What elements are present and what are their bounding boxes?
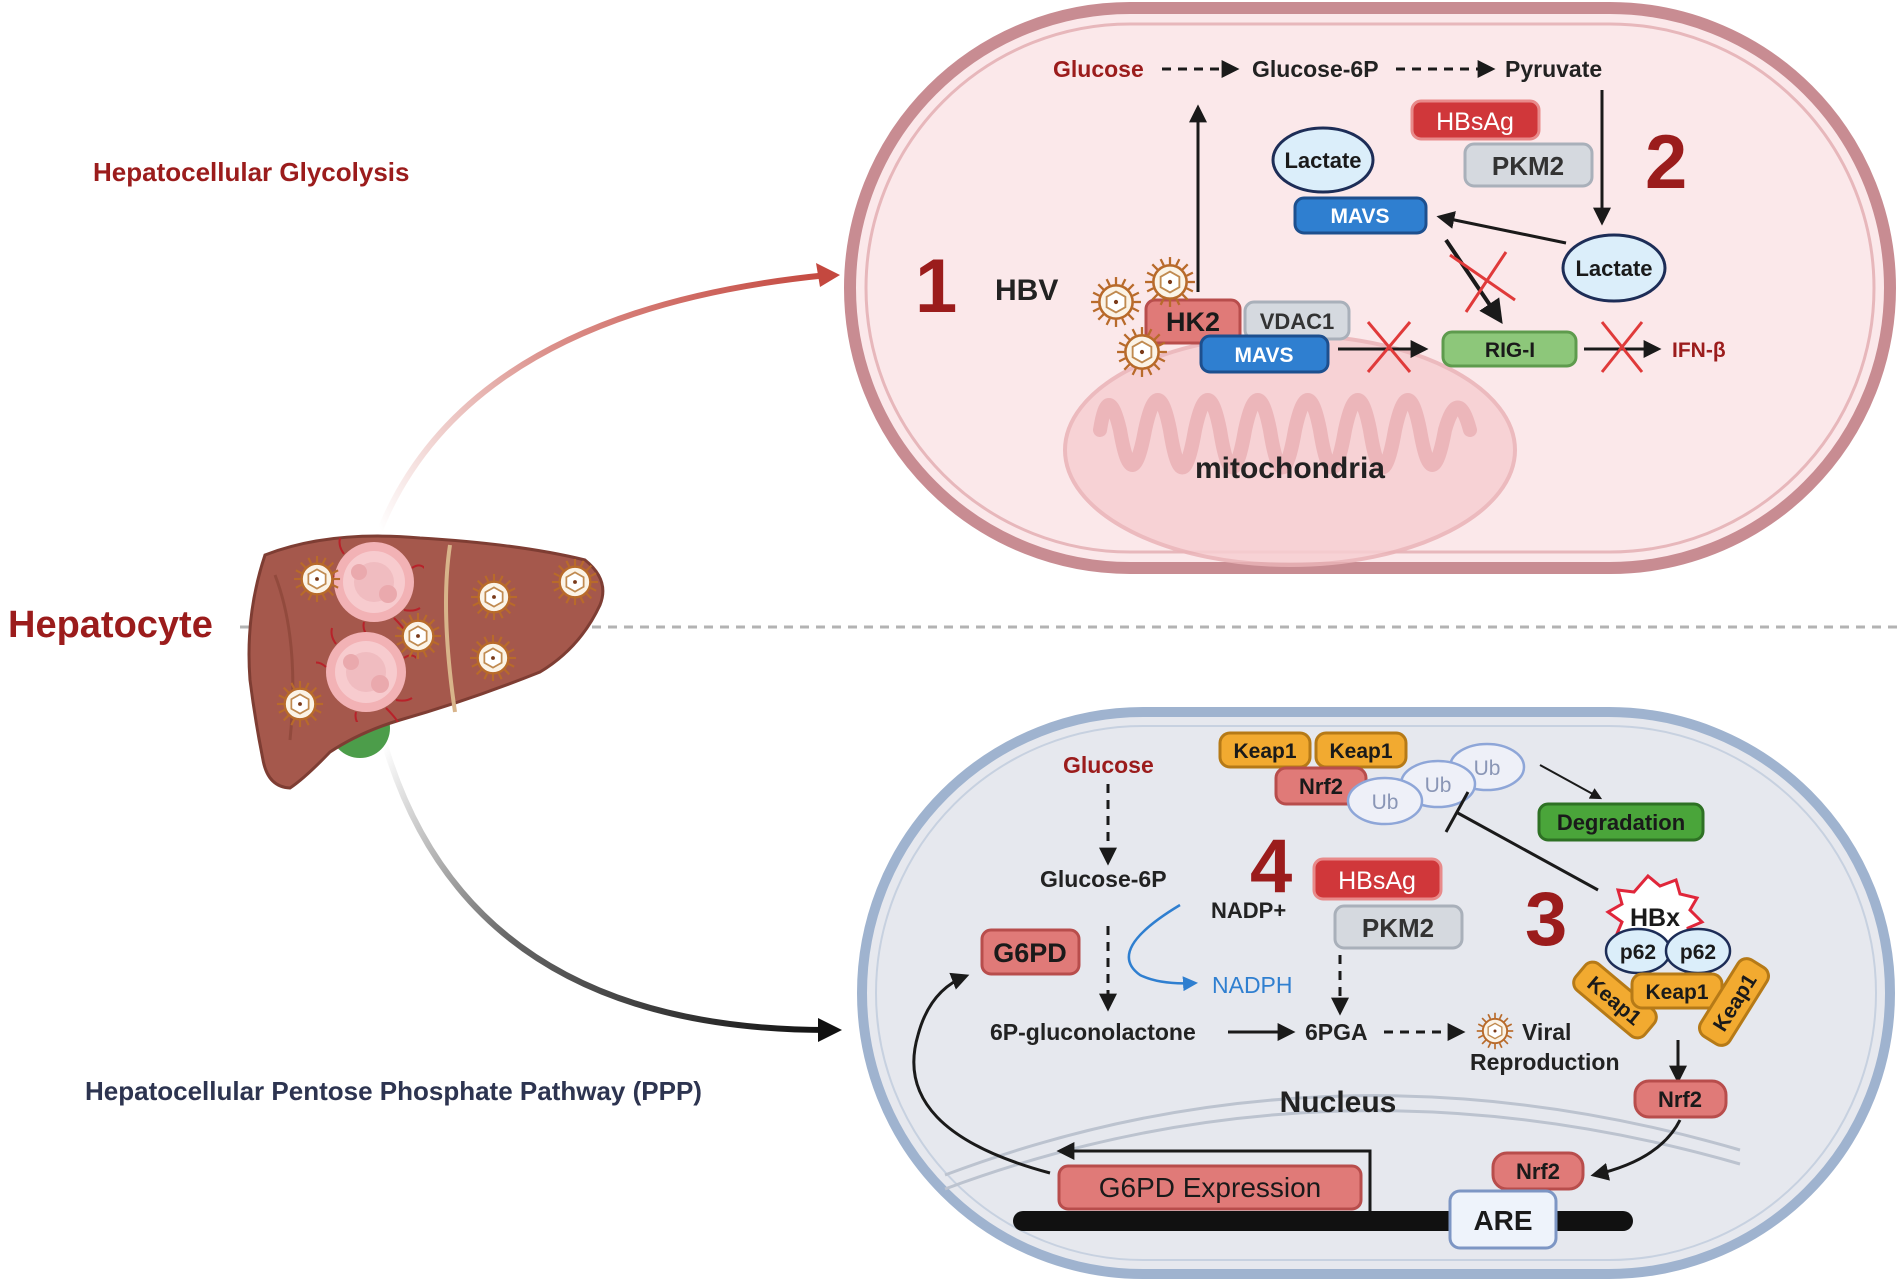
hbsag-top-label: HBsAg <box>1436 108 1514 136</box>
glucose-bottom: Glucose <box>1063 752 1154 778</box>
arrow-expression-g6pd <box>912 972 1051 1175</box>
nucleus-label: Nucleus <box>1280 1086 1397 1119</box>
rig-i-label: RIG-I <box>1485 339 1535 362</box>
virion-icon <box>1144 256 1196 308</box>
arrow-nadp-nadph <box>1127 903 1198 992</box>
nucleus-region: Nucleus <box>944 1086 1741 1191</box>
virion-icon <box>1090 276 1142 328</box>
transcription-arrow <box>1056 1142 1372 1211</box>
number-3: 3 <box>1525 877 1567 962</box>
hbsag-top-box <box>1410 99 1541 141</box>
lactate-right-label: Lactate <box>1575 256 1652 281</box>
nrf2-low-box <box>1491 1151 1585 1191</box>
block-x-rigi <box>1366 321 1412 373</box>
block-x-ifn <box>1600 321 1644 373</box>
pkm2-bottom-label: PKM2 <box>1362 913 1434 943</box>
hepatocyte-label: Hepatocyte <box>8 604 213 646</box>
hbv-label: HBV <box>995 274 1058 307</box>
g6pd-label: G6PD <box>993 938 1067 968</box>
ub-1-label: Ub <box>1372 791 1399 814</box>
mavs-top-label: MAVS <box>1330 205 1389 228</box>
p62-b-label: p62 <box>1680 941 1716 964</box>
glucose-top: Glucose <box>1053 56 1144 82</box>
keap1-d-label: Keap1 <box>1645 981 1708 1004</box>
liver-illustration <box>247 534 605 790</box>
g6pd-box <box>980 928 1081 976</box>
lactate-right-bubble <box>1561 233 1667 303</box>
pkm2-top-label: PKM2 <box>1492 151 1564 181</box>
keap1-b-box <box>1314 731 1408 769</box>
rig-i-box <box>1441 330 1578 368</box>
glucose-6p-bottom: Glucose-6P <box>1040 866 1167 892</box>
keap1-b-label: Keap1 <box>1329 740 1392 763</box>
pkm2-bottom-box <box>1333 904 1464 950</box>
hk2-box <box>1144 298 1242 345</box>
ub-3-label: Ub <box>1474 757 1501 780</box>
mavs-top-box <box>1293 196 1428 235</box>
block-x-mavs-rigi <box>1449 251 1516 313</box>
degradation-box <box>1537 802 1705 842</box>
keap1-a-box <box>1218 731 1312 769</box>
lactate-left-label: Lactate <box>1284 148 1361 173</box>
arrow-head-ppp <box>818 1018 842 1042</box>
hbx-label: HBx <box>1630 904 1680 932</box>
vdac1-label: VDAC1 <box>1260 309 1335 334</box>
keap1-a-label: Keap1 <box>1233 740 1296 763</box>
reproduction-label: Reproduction <box>1470 1049 1620 1075</box>
nrf2-top-label: Nrf2 <box>1299 774 1343 799</box>
g6pd-expression-box <box>1057 1164 1363 1211</box>
arrow-lactate-mavs <box>1436 211 1567 245</box>
hbsag-bottom-label: HBsAg <box>1338 867 1416 895</box>
degradation-label: Degradation <box>1557 810 1685 835</box>
number-2: 2 <box>1645 120 1687 205</box>
virion-icon <box>1116 326 1168 378</box>
ppp-title: Hepatocellular Pentose Phosphate Pathway… <box>85 1076 702 1106</box>
number-4: 4 <box>1250 824 1292 909</box>
glucose-6p-top: Glucose-6P <box>1252 56 1379 82</box>
pyruvate-label: Pyruvate <box>1505 56 1602 82</box>
viral-label: Viral <box>1522 1019 1571 1045</box>
nrf2-mid-box <box>1633 1079 1728 1119</box>
nrf2-mid-label: Nrf2 <box>1658 1087 1702 1112</box>
virion-icon <box>1476 1012 1514 1050</box>
ub-1-bubble <box>1346 776 1424 826</box>
ub-2-label: Ub <box>1425 774 1452 797</box>
pkm2-top-box <box>1463 142 1594 188</box>
arrow-nrf2-nucleus <box>1590 1119 1682 1181</box>
number-1: 1 <box>915 244 957 329</box>
hk2-label: HK2 <box>1166 307 1220 337</box>
gluconolactone-label: 6P-gluconolactone <box>990 1019 1196 1045</box>
nadph-label: NADPH <box>1212 972 1293 998</box>
arrow-mavs-rigi-blocked <box>1444 238 1503 324</box>
hbx-inhibition-line <box>1455 810 1599 892</box>
ifn-beta-label: IFN-β <box>1672 339 1726 362</box>
mavs-bottom-label: MAVS <box>1234 344 1293 367</box>
ppp-cell <box>857 707 1895 1279</box>
arrow-head-glycolysis <box>816 263 840 287</box>
mavs-bottom-box <box>1199 334 1330 374</box>
inhibition-bar <box>1444 791 1470 833</box>
glycolysis-title: Hepatocellular Glycolysis <box>93 157 409 187</box>
mitochondria-label: mitochondria <box>1195 452 1385 485</box>
lactate-left-bubble <box>1271 126 1375 194</box>
p62-a-label: p62 <box>1620 941 1656 964</box>
nrf2-low-label: Nrf2 <box>1516 1159 1560 1184</box>
arrow-to-glycolysis <box>377 272 829 532</box>
arrow-ub-degradation <box>1539 764 1603 800</box>
g6pd-expression-label: G6PD Expression <box>1099 1172 1322 1203</box>
hbsag-bottom-box <box>1312 857 1443 901</box>
are-box <box>1448 1189 1558 1250</box>
arrow-to-ppp <box>382 744 829 1033</box>
mitochondria-organelle: mitochondria <box>1063 333 1517 567</box>
nadp-plus-label: NADP+ <box>1211 898 1286 923</box>
6pga-label: 6PGA <box>1305 1019 1368 1045</box>
are-label: ARE <box>1473 1205 1532 1236</box>
